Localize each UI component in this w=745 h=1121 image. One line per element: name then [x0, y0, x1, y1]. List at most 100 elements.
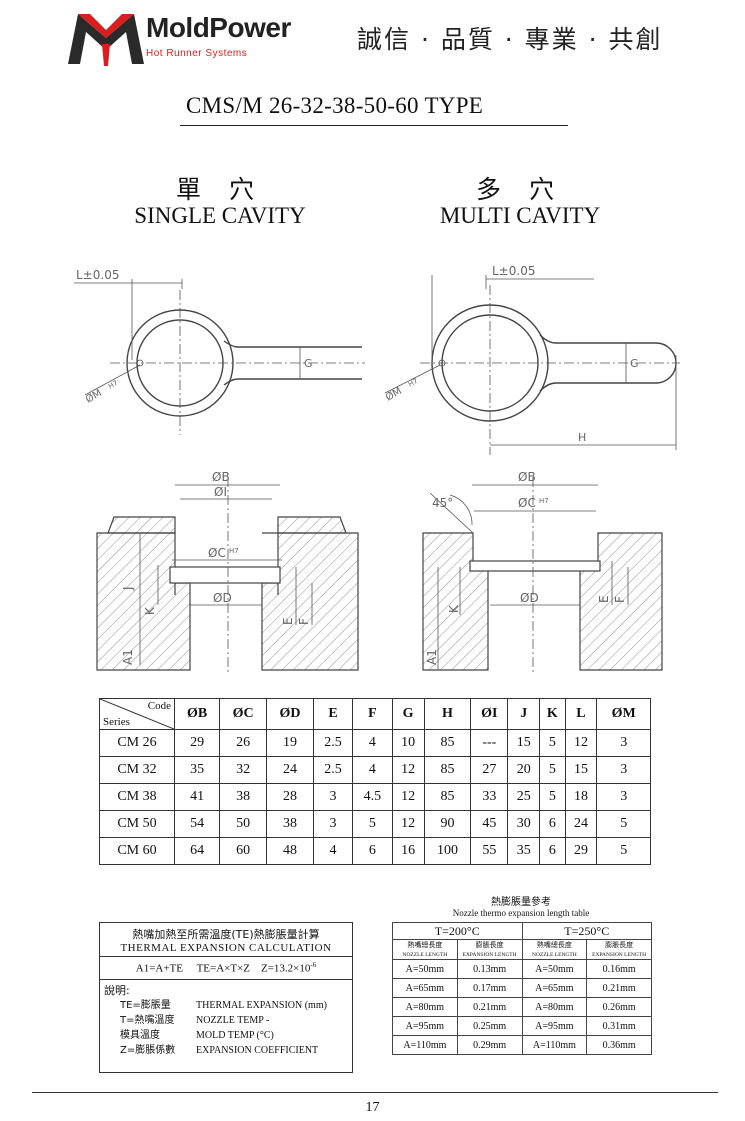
spec-value-cell: 85 — [423, 783, 472, 811]
calc-note-label: 說明: — [104, 983, 130, 997]
spec-value-cell: 35 — [173, 756, 221, 784]
thermo-cell: 0.26mm — [586, 997, 652, 1017]
spec-col-header: K — [539, 698, 566, 730]
label-l-multi: L±0.05 — [492, 264, 535, 278]
label-angle: 45° — [432, 496, 453, 510]
spec-col-header: ØC — [219, 698, 268, 730]
thermo-temp-row: T=200°C T=250°C — [392, 922, 652, 940]
thermo-cell: A=65mm — [392, 978, 458, 998]
thermo-col-exp-en-2: EXPANSION LENGTH — [592, 952, 647, 958]
spec-col-header: L — [564, 698, 598, 730]
label-od-multi: ØD — [520, 591, 539, 605]
label-h: H — [578, 431, 586, 444]
label-k-multi: K — [447, 604, 461, 613]
spec-col-header: F — [352, 698, 393, 730]
label-oi-single: ØI — [214, 485, 227, 499]
calc-box: 熱嘴加熱至所需溫度(TE)熱膨脹量計算 THERMAL EXPANSION CA… — [99, 922, 353, 1073]
spec-series-cell: CM 26 — [99, 729, 175, 757]
calc-note-zh: 模具溫度 — [120, 1029, 160, 1041]
spec-value-cell: 4 — [352, 756, 393, 784]
label-f-single: F — [297, 618, 311, 625]
thermo-col-exp-en: EXPANSION LENGTH — [462, 952, 517, 958]
calc-note-zh: Z=膨脹係數 — [120, 1044, 176, 1056]
formula-a1: A1=A+TE — [135, 962, 183, 975]
spec-col-header: E — [312, 698, 354, 730]
spec-value-cell: 5 — [539, 783, 566, 811]
spec-value-cell: 5 — [596, 837, 651, 865]
thermo-col-nozzle-zh-2: 熱嘴總長度 — [536, 941, 572, 949]
calc-note-zh: TE=膨脹量 — [120, 999, 171, 1011]
thermo-title: 熱膨脹量參考 Nozzle thermo expansion length ta… — [390, 893, 652, 918]
thermo-col-nozzle-en-2: NOZZLE LENGTH — [531, 952, 577, 958]
label-h7-single: H7 — [107, 379, 119, 391]
multi-cavity-zh: 多 穴 — [476, 175, 564, 204]
spec-value-cell: 54 — [173, 810, 221, 838]
spec-value-cell: 24 — [266, 756, 314, 784]
thermo-col-exp-zh: 膨脹長度 — [475, 941, 504, 949]
spec-corner-cell: Code Series — [99, 698, 175, 730]
spec-value-cell: 19 — [266, 729, 314, 757]
spec-col-header: ØM — [596, 698, 651, 730]
spec-value-cell: 3 — [312, 810, 354, 838]
spec-value-cell: 20 — [507, 756, 541, 784]
spec-value-cell: 4 — [312, 837, 354, 865]
spec-value-cell: 55 — [470, 837, 509, 865]
spec-value-cell: 12 — [564, 729, 598, 757]
thermo-t2: T=250°C — [521, 922, 652, 940]
label-a1-single: A1 — [121, 649, 135, 665]
spec-value-cell: 48 — [266, 837, 314, 865]
thermo-cell: A=80mm — [521, 997, 588, 1017]
label-om-multi: ØM — [384, 385, 404, 404]
spec-value-cell: 2.5 — [312, 729, 354, 757]
spec-value-cell: 64 — [173, 837, 221, 865]
single-cavity-en: SINGLE CAVITY — [134, 203, 306, 228]
spec-col-header: H — [423, 698, 472, 730]
thermo-cell: A=80mm — [392, 997, 458, 1017]
corner-diagonal — [100, 699, 174, 729]
calc-title-en: THERMAL EXPANSION CALCULATION — [100, 942, 352, 957]
corner-series: Series — [103, 716, 130, 728]
spec-value-cell: 2.5 — [312, 756, 354, 784]
thermo-title-zh: 熱膨脹量參考 — [491, 897, 551, 908]
thermo-cell: 0.36mm — [586, 1035, 652, 1055]
top-view-drawings: L±0.05 L±0.05 G G H ØM H7 ØM H7 — [74, 264, 680, 455]
thermo-cell: 0.21mm — [456, 997, 523, 1017]
thermo-col-nozzle-zh: 熱嘴總長度 — [407, 941, 443, 949]
brand-name: MoldPower — [146, 12, 291, 43]
label-l-single: L±0.05 — [76, 268, 119, 282]
spec-value-cell: 12 — [391, 810, 425, 838]
spec-value-cell: --- — [470, 729, 509, 757]
spec-value-cell: 24 — [564, 810, 598, 838]
spec-value-cell: 85 — [423, 729, 472, 757]
spec-series-cell: CM 38 — [99, 783, 175, 811]
brand-tagline: Hot Runner Systems — [146, 48, 248, 59]
spec-value-cell: 5 — [539, 729, 566, 757]
label-f-multi: F — [613, 596, 627, 603]
thermo-cell: 0.29mm — [456, 1035, 523, 1055]
thermo-cell: A=95mm — [392, 1016, 458, 1036]
spec-value-cell: 4.5 — [352, 783, 393, 811]
label-h7-multi: H7 — [407, 377, 419, 389]
spec-col-header: G — [391, 698, 425, 730]
spec-value-cell: 12 — [391, 756, 425, 784]
spec-col-header: ØB — [173, 698, 221, 730]
spec-value-cell: 100 — [423, 837, 472, 865]
thermo-cell: 0.13mm — [456, 959, 523, 979]
label-ob-multi: ØB — [518, 470, 536, 484]
spec-value-cell: 6 — [352, 837, 393, 865]
spec-series-cell: CM 32 — [99, 756, 175, 784]
